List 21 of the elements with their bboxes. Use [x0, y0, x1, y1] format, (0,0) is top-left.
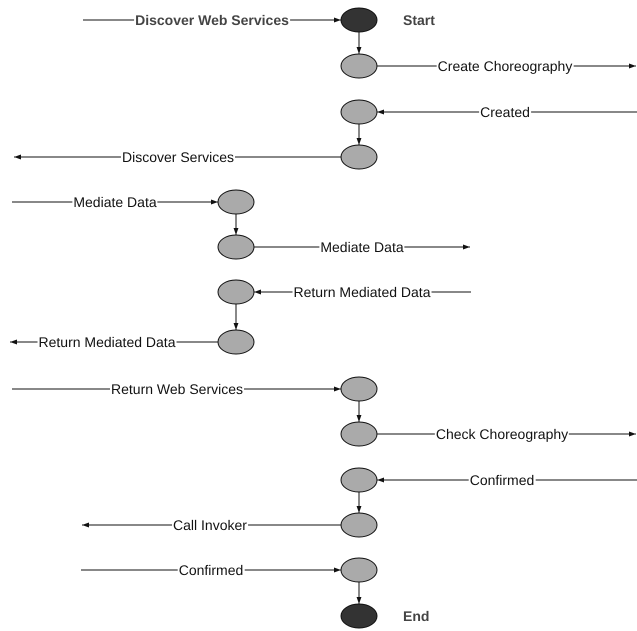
state-label: Start — [403, 12, 435, 28]
arrow — [356, 32, 362, 54]
edge-label: Create Choreography — [436, 58, 574, 74]
edge-label: Return Mediated Data — [292, 284, 432, 300]
edge-label: Return Mediated Data — [38, 334, 176, 350]
arrow — [356, 582, 362, 604]
edge-label: Created — [479, 104, 531, 120]
edge-label: Mediate Data — [72, 194, 158, 210]
arrow — [234, 304, 238, 330]
edge-label: Discover Services — [120, 149, 236, 165]
arrow — [356, 492, 362, 514]
arrow — [234, 214, 238, 236]
edge-label: Mediate Data — [319, 239, 405, 255]
edge-label: Discover Web Services — [134, 12, 290, 28]
edge-label: Confirmed — [468, 472, 536, 488]
arrow — [356, 124, 362, 146]
edge-label: Call Invoker — [172, 517, 248, 533]
edge-label: Return Web Services — [110, 381, 244, 397]
edge-label: Confirmed — [178, 562, 244, 578]
arrow — [356, 400, 362, 422]
state-label: End — [403, 608, 430, 624]
